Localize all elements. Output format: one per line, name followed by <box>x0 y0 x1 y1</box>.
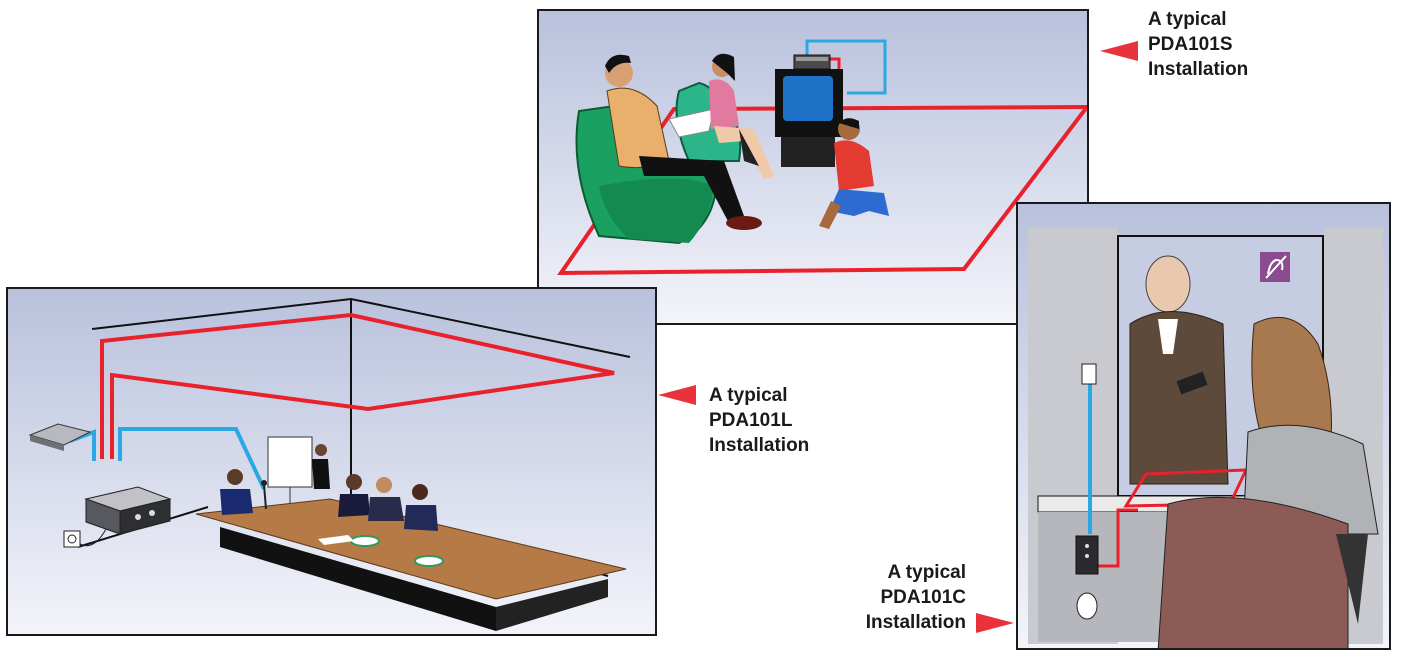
television <box>775 69 843 167</box>
caption-line: Installation <box>709 435 810 456</box>
pda101s-pointer-arrow <box>1100 41 1138 61</box>
hearing-loop-sign <box>1260 252 1290 282</box>
seated-man <box>605 54 762 230</box>
counter-loop-lead <box>1098 508 1138 568</box>
audio-source-device <box>28 423 92 451</box>
caption-model: PDA101C <box>880 587 966 608</box>
caption-line: Installation <box>865 612 966 633</box>
wall-plug <box>1076 592 1098 620</box>
conference-room-installation-panel <box>6 287 657 636</box>
counter-customer <box>1157 316 1379 648</box>
caption-model: PDA101S <box>1148 34 1233 55</box>
pda101s-amplifier <box>793 54 831 70</box>
living-room-illustration <box>557 39 1087 276</box>
seated-woman <box>709 53 774 179</box>
wall-microphone <box>1081 363 1097 385</box>
presenter <box>312 444 330 489</box>
caption-model: PDA101L <box>709 410 793 431</box>
ceiling-edges <box>91 297 631 358</box>
caption-line: A typical <box>1148 9 1227 30</box>
flip-chart <box>267 436 313 509</box>
conference-room-illustration <box>28 297 631 631</box>
pda101l-pointer-arrow <box>658 385 696 405</box>
pda101c-caption: A typical PDA101C Installation <box>858 560 966 635</box>
counter-clerk <box>1129 255 1229 485</box>
plate <box>350 535 380 547</box>
table-microphone <box>261 480 267 510</box>
caption-line: A typical <box>887 562 967 583</box>
meeting-attendees <box>220 469 438 531</box>
pda101c-amplifier <box>1075 535 1099 575</box>
pda101s-caption: A typical PDA101S Installation <box>1148 7 1248 82</box>
papers <box>318 535 354 545</box>
pda101l-amplifier <box>84 486 172 535</box>
living-room-installation-panel <box>537 9 1089 325</box>
tv-signal-cable <box>805 39 887 95</box>
conference-table <box>195 498 627 631</box>
pda101c-pointer-arrow <box>976 613 1014 633</box>
counter-installation-panel <box>1016 202 1391 650</box>
ceiling-induction-loop <box>100 312 615 459</box>
microphone-cable <box>118 427 266 490</box>
pda101l-caption: A typical PDA101L Installation <box>709 383 809 458</box>
caption-line: A typical <box>709 385 788 406</box>
plate <box>414 555 444 567</box>
wall-socket <box>63 528 107 548</box>
counter-illustration <box>1028 228 1383 648</box>
seated-child <box>819 118 889 229</box>
caption-line: Installation <box>1148 59 1249 80</box>
